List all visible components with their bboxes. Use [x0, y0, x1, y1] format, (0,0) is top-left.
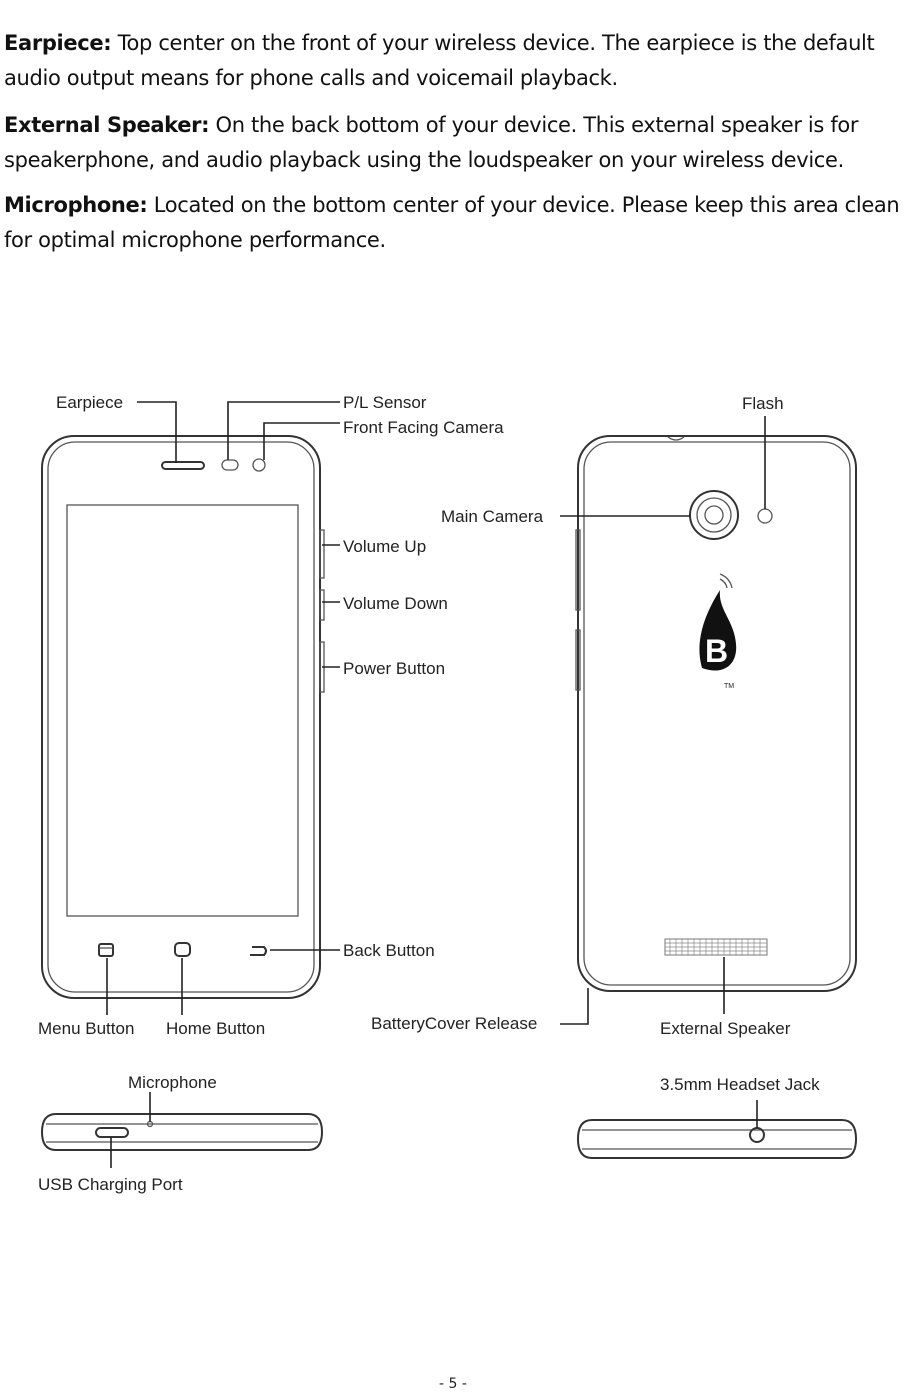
- phone-diagram: Earpiece P/L Sensor Front Facing Camera …: [38, 393, 858, 1194]
- label-volume-down: Volume Down: [343, 594, 448, 613]
- microphone-term: Microphone:: [4, 193, 148, 217]
- flash-light: [757, 508, 773, 524]
- label-headset-jack: 3.5mm Headset Jack: [660, 1075, 820, 1094]
- label-battery-cover-release: BatteryCover Release: [371, 1014, 537, 1033]
- logo-letter: B: [705, 633, 728, 669]
- label-back-button: Back Button: [343, 941, 435, 960]
- label-usb-port: USB Charging Port: [38, 1175, 183, 1194]
- external-speaker-paragraph: External Speaker: On the back bottom of …: [4, 108, 902, 178]
- label-front-camera: Front Facing Camera: [343, 418, 504, 437]
- label-earpiece: Earpiece: [56, 393, 123, 412]
- bottom-edge-view: [40, 1113, 324, 1151]
- earpiece-term: Earpiece:: [4, 31, 112, 55]
- page-number: - 5 -: [439, 1376, 467, 1392]
- back-view-phone: B TM: [575, 435, 857, 992]
- label-flash: Flash: [742, 394, 784, 413]
- label-microphone: Microphone: [128, 1073, 217, 1092]
- front-leaders: [106, 401, 340, 1015]
- earpiece-grille: [161, 461, 205, 470]
- main-camera: [689, 490, 739, 540]
- usb-port: [95, 1127, 129, 1138]
- brand-logo: B TM: [699, 573, 737, 690]
- label-power-button: Power Button: [343, 659, 445, 678]
- logo-trademark: TM: [724, 683, 734, 690]
- label-pl-sensor: P/L Sensor: [343, 393, 427, 412]
- front-camera: [252, 458, 266, 472]
- menu-key-icon: [98, 943, 114, 957]
- front-view-phone: [41, 435, 325, 999]
- external-speaker-term: External Speaker:: [4, 113, 210, 137]
- pl-sensor: [221, 459, 239, 471]
- earpiece-paragraph: Earpiece: Top center on the front of you…: [4, 26, 902, 96]
- label-external-speaker: External Speaker: [660, 1019, 791, 1038]
- external-speaker-description: On the back bottom of your device. This …: [4, 113, 859, 172]
- label-home-button: Home Button: [166, 1019, 265, 1038]
- back-leaders: [560, 416, 766, 1025]
- label-main-camera: Main Camera: [441, 507, 544, 526]
- front-screen: [66, 504, 299, 917]
- earpiece-description: Top center on the front of your wireless…: [4, 31, 875, 90]
- home-key-icon: [174, 942, 191, 957]
- microphone-paragraph: Microphone: Located on the bottom center…: [4, 188, 902, 258]
- back-key-icon: [250, 946, 267, 956]
- label-volume-up: Volume Up: [343, 537, 426, 556]
- microphone-description: Located on the bottom center of your dev…: [4, 193, 900, 252]
- top-edge-view: [576, 1119, 858, 1159]
- label-menu-button: Menu Button: [38, 1019, 134, 1038]
